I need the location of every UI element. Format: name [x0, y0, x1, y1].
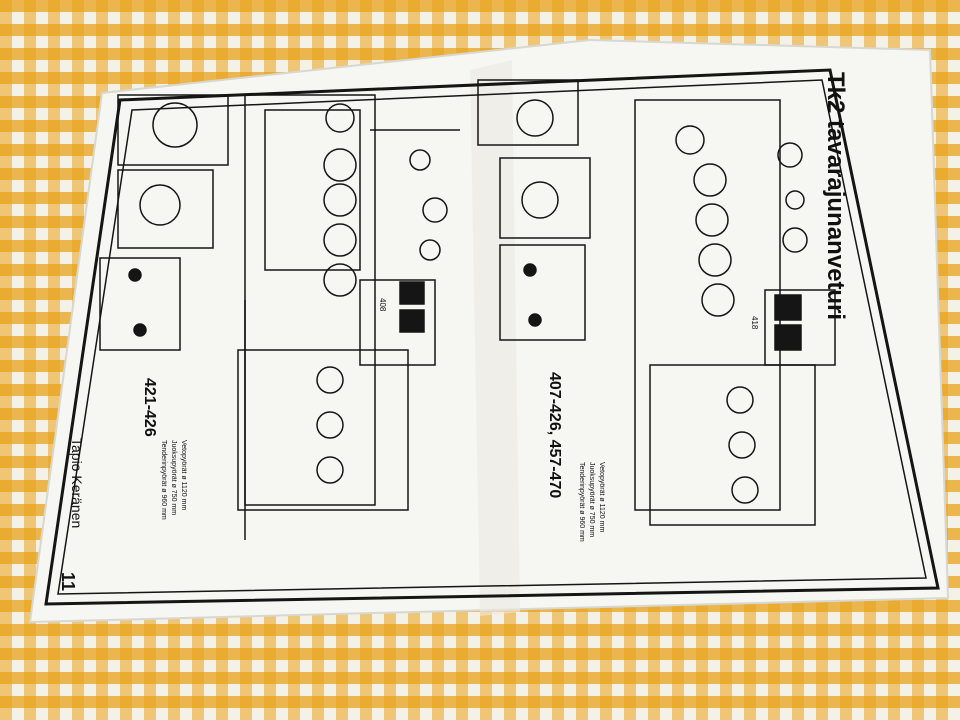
left-cab-number: 408 — [378, 298, 387, 312]
left-spec-2: Juoksupyörät ø 750 mm — [170, 440, 177, 515]
paper-fold-shadow — [470, 60, 520, 616]
right-spec-3: Tenderinpyörät ø 960 mm — [578, 462, 585, 542]
right-locomotive-drawing — [477, 79, 836, 526]
right-spec-2: Juoksupyörät ø 750 mm — [588, 462, 595, 537]
right-spec-1: Vetopyörät ø 1120 mm — [598, 462, 605, 532]
left-locomotive-drawing — [99, 94, 460, 540]
sheet-title: Tk2 tavarajunanveturi — [822, 72, 849, 320]
right-locomotive-numbers: 407-426, 457-470 — [546, 372, 563, 498]
right-cab-number: 418 — [750, 316, 759, 330]
printed-border-inner — [57, 79, 927, 595]
left-spec-3: Tenderinpyörät ø 960 mm — [160, 440, 167, 520]
left-spec-1: Vetopyörät ø 1120 mm — [180, 440, 187, 510]
author-name: Tapio Keränen — [69, 438, 85, 528]
printed-border — [44, 68, 940, 606]
left-locomotive-numbers: 421-426 — [141, 378, 158, 437]
page-number: 11 — [58, 572, 78, 591]
